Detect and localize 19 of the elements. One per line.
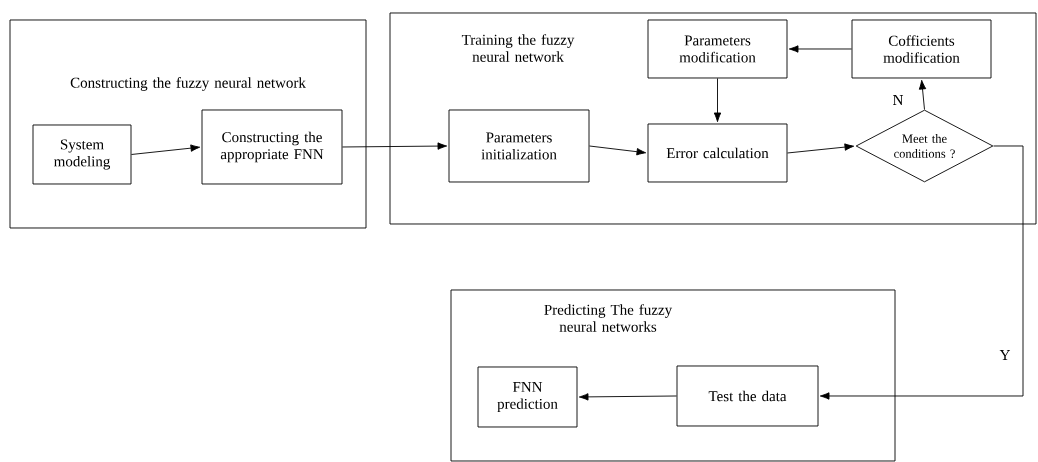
arrow (788, 45, 852, 53)
arrow (342, 142, 448, 150)
process-box: Test the data (676, 365, 819, 427)
arrow (131, 144, 201, 155)
process-box: Constructing the appropriate FNN (201, 109, 343, 185)
arrow (787, 143, 855, 154)
arrow (819, 145, 1024, 400)
process-box: Error calculation (647, 123, 788, 183)
arrow (918, 79, 927, 110)
process-box: System modeling (32, 124, 132, 185)
arrow (713, 78, 722, 123)
edge-label: Y (999, 350, 1011, 360)
edge-label: N (893, 95, 904, 105)
process-box: FNN prediction (477, 366, 578, 428)
arrow (589, 145, 647, 156)
process-box: Parameters modification (647, 19, 788, 79)
process-box: Parameters initialization (448, 109, 590, 183)
process-box: Cofficients modification (851, 19, 992, 79)
arrow (578, 393, 677, 401)
